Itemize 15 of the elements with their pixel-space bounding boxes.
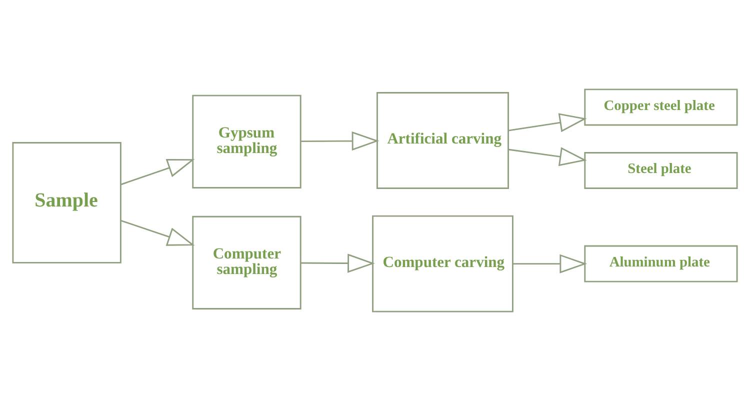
- arrow: [508, 112, 587, 132]
- arrow: [120, 158, 195, 185]
- node-box: Steel plate: [584, 152, 738, 188]
- node-box: Gypsum sampling: [192, 94, 302, 188]
- node-box: Computer sampling: [192, 215, 302, 309]
- node-box: Sample: [12, 142, 122, 263]
- node-box: Computer carving: [372, 214, 514, 312]
- node-box: Copper steel plate: [584, 88, 738, 126]
- arrow: [512, 254, 588, 273]
- node-box: Artificial carving: [376, 92, 509, 188]
- arrow: [300, 130, 380, 150]
- node-box: Aluminum plate: [584, 244, 738, 282]
- arrow: [508, 146, 587, 166]
- arrow: [300, 253, 375, 272]
- arrow: [120, 219, 195, 246]
